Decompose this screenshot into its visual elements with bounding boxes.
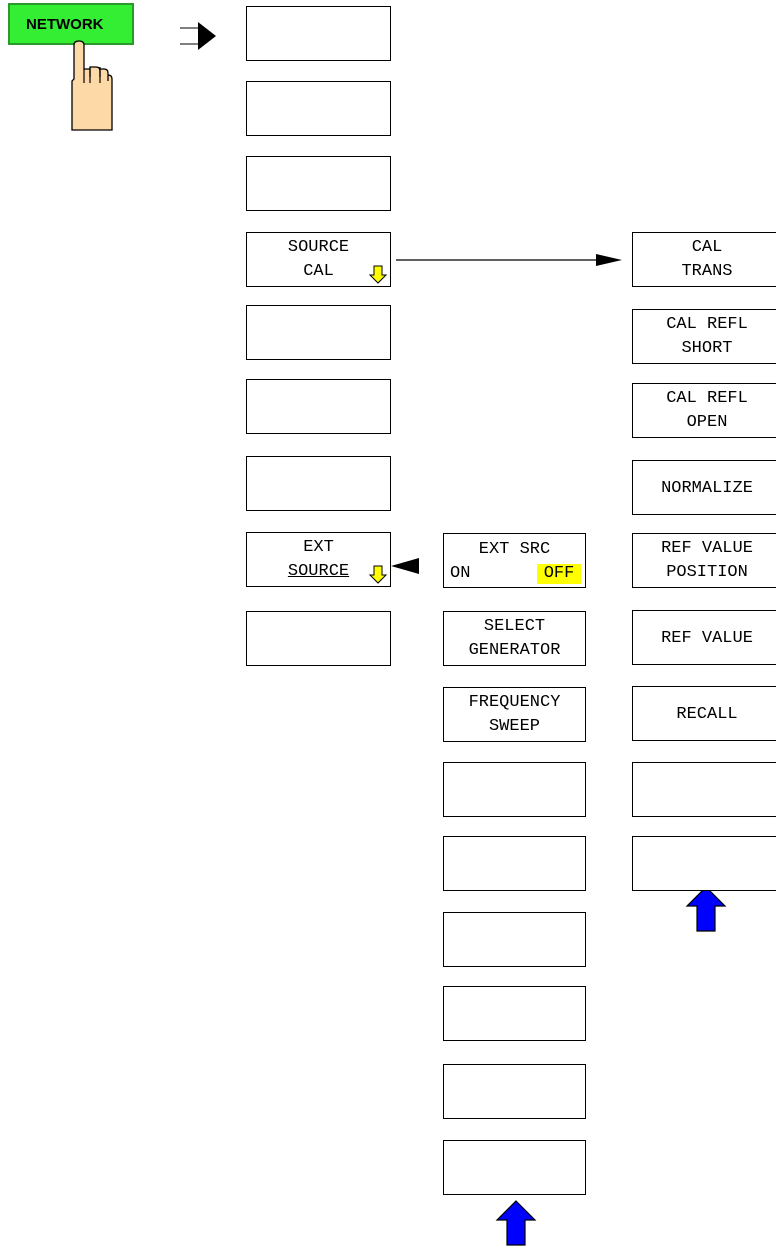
softkey-label-line: REF VALUE	[661, 628, 753, 648]
softkey-label-line: CAL	[303, 262, 334, 281]
softkey-cal-refl-open[interactable]: CAL REFL OPEN	[632, 383, 776, 438]
softkey-cal-refl-short[interactable]: CAL REFL SHORT	[632, 309, 776, 364]
softkey-blank[interactable]	[443, 912, 586, 967]
softkey-label-line: NORMALIZE	[661, 478, 753, 498]
softkey-label-line: CAL REFL	[666, 315, 748, 334]
softkey-blank[interactable]	[246, 81, 391, 136]
softkey-ref-value-position[interactable]: REF VALUE POSITION	[632, 533, 776, 588]
softkey-label-line: CAL	[691, 238, 723, 257]
ext-source-connector-arrow-icon	[391, 558, 419, 574]
softkey-select-generator[interactable]: SELECT GENERATOR	[443, 611, 586, 666]
ext-src-label: EXT SRC	[478, 540, 551, 559]
softkey-label-line: FREQUENCY	[468, 693, 561, 712]
network-hardkey-group: NETWORK	[8, 3, 168, 133]
softkey-cal-trans[interactable]: CAL TRANS	[632, 232, 776, 287]
submenu-arrow-icon	[368, 265, 388, 284]
network-hardkey[interactable]: NETWORK	[8, 3, 134, 45]
softkey-blank[interactable]	[443, 1140, 586, 1195]
softkey-ref-value[interactable]: REF VALUE	[632, 610, 776, 665]
softkey-blank[interactable]	[246, 6, 391, 61]
softkey-label-line: SHORT	[681, 339, 733, 358]
softkey-source-cal[interactable]: SOURCE CAL	[246, 232, 391, 287]
softkey-label-line: CAL REFL	[666, 389, 748, 408]
softkey-blank[interactable]	[443, 836, 586, 891]
softkey-label-line: EXT	[303, 538, 334, 557]
softkey-blank[interactable]	[632, 762, 776, 817]
softkey-label-line: TRANS	[681, 262, 733, 281]
submenu-arrow-icon	[368, 565, 388, 584]
hardkey-arrow-icon	[180, 22, 216, 50]
softkey-blank[interactable]	[246, 156, 391, 211]
softkey-label-line: OPEN	[686, 413, 728, 432]
softkey-ext-source[interactable]: EXT SOURCE	[246, 532, 391, 587]
softkey-blank[interactable]	[246, 611, 391, 666]
softkey-blank[interactable]	[443, 986, 586, 1041]
ext-src-toggle-softkey[interactable]: EXT SRC ON OFF	[443, 533, 586, 588]
softkey-label-line: RECALL	[676, 704, 738, 724]
softkey-label-line: REF VALUE	[661, 539, 753, 558]
back-arrow-icon[interactable]	[685, 886, 727, 932]
back-arrow-icon[interactable]	[495, 1200, 537, 1246]
softkey-blank[interactable]	[632, 836, 776, 891]
softkey-blank[interactable]	[246, 456, 391, 511]
source-cal-connector-arrow-icon	[396, 254, 622, 266]
softkey-blank[interactable]	[443, 762, 586, 817]
pointing-hand-icon	[71, 40, 113, 131]
softkey-label-line: POSITION	[666, 563, 748, 582]
softkey-label-line: SOURCE	[287, 238, 350, 257]
softkey-recall[interactable]: RECALL	[632, 686, 776, 741]
softkey-blank[interactable]	[443, 1064, 586, 1119]
softkey-normalize[interactable]: NORMALIZE	[632, 460, 776, 515]
softkey-label-line: SWEEP	[488, 717, 540, 736]
softkey-label-line: SOURCE	[287, 562, 350, 581]
softkey-label-line: GENERATOR	[468, 641, 561, 660]
ext-src-off-label: OFF	[537, 564, 581, 584]
network-hardkey-label: NETWORK	[26, 16, 104, 33]
softkey-blank[interactable]	[246, 379, 391, 434]
softkey-blank[interactable]	[246, 305, 391, 360]
softkey-frequency-sweep[interactable]: FREQUENCY SWEEP	[443, 687, 586, 742]
ext-src-on-label: ON	[450, 564, 471, 583]
softkey-label-line: SELECT	[483, 617, 546, 636]
